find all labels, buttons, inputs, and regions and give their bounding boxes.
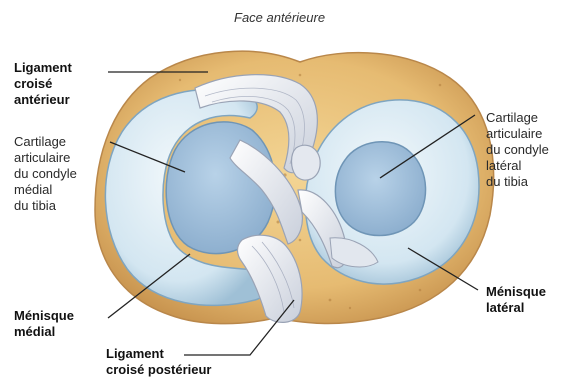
view-caption: Face antérieure — [234, 10, 325, 26]
label-lateral-meniscus: Ménisque latéral — [486, 284, 546, 316]
label-lateral-tibial-cartilage: Cartilage articulaire du condyle latéral… — [486, 110, 549, 190]
medial-tibial-cartilage — [166, 122, 275, 254]
ligament-stump — [292, 145, 321, 180]
label-posterior-cruciate-ligament: Ligament croisé postérieur — [106, 346, 212, 378]
lateral-tibial-cartilage — [335, 142, 425, 236]
label-medial-tibial-cartilage: Cartilage articulaire du condyle médial … — [14, 134, 77, 214]
label-anterior-cruciate-ligament: Ligament croisé antérieur — [14, 60, 72, 108]
label-medial-meniscus: Ménisque médial — [14, 308, 74, 340]
